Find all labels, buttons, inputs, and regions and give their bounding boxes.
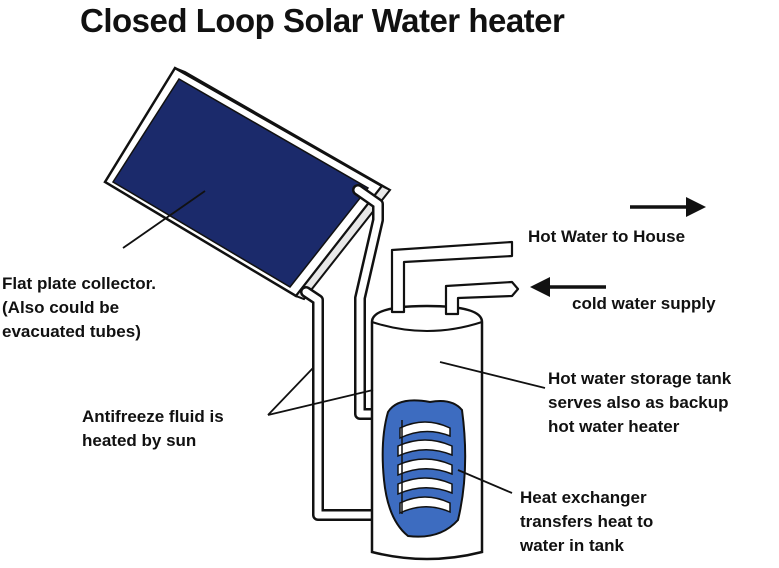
heat-exchanger-label: Heat exchanger transfers heat to water i… [520, 486, 653, 558]
antifreeze-pipes [300, 184, 411, 521]
heat-exchanger-label-line: transfers heat to [520, 512, 654, 531]
heat-exchanger-label-line: Heat exchanger [520, 488, 647, 507]
heat-exchanger-label-line: water in tank [520, 536, 624, 555]
storage-tank-label-line: hot water heater [548, 417, 680, 436]
hot-water-arrow [630, 197, 706, 217]
collector-label: Flat plate collector. (Also could be eva… [2, 272, 156, 344]
storage-tank-label-line: serves also as backup [548, 393, 729, 412]
hot-water-label: Hot Water to House [528, 227, 686, 246]
storage-tank-label: Hot water storage tank serves also as ba… [548, 367, 731, 439]
antifreeze-label-line: Antifreeze fluid is [82, 407, 224, 426]
tank-pipes [390, 240, 520, 316]
diagram-title: Closed Loop Solar Water heater [80, 2, 565, 39]
antifreeze-label: Antifreeze fluid is heated by sun [82, 405, 224, 453]
antifreeze-label-line: heated by sun [82, 431, 197, 450]
collector-label-line: evacuated tubes) [2, 322, 141, 341]
cold-water-arrow [530, 277, 606, 297]
cold-water-label: cold water supply [572, 294, 716, 313]
flat-plate-collector [103, 66, 392, 301]
leader-lines [122, 190, 546, 494]
collector-label-line: (Also could be [2, 298, 120, 317]
storage-tank-label-line: Hot water storage tank [548, 369, 732, 388]
collector-panel [111, 77, 370, 288]
collector-label-line: Flat plate collector. [2, 274, 156, 293]
heat-exchanger-coil [381, 399, 467, 538]
